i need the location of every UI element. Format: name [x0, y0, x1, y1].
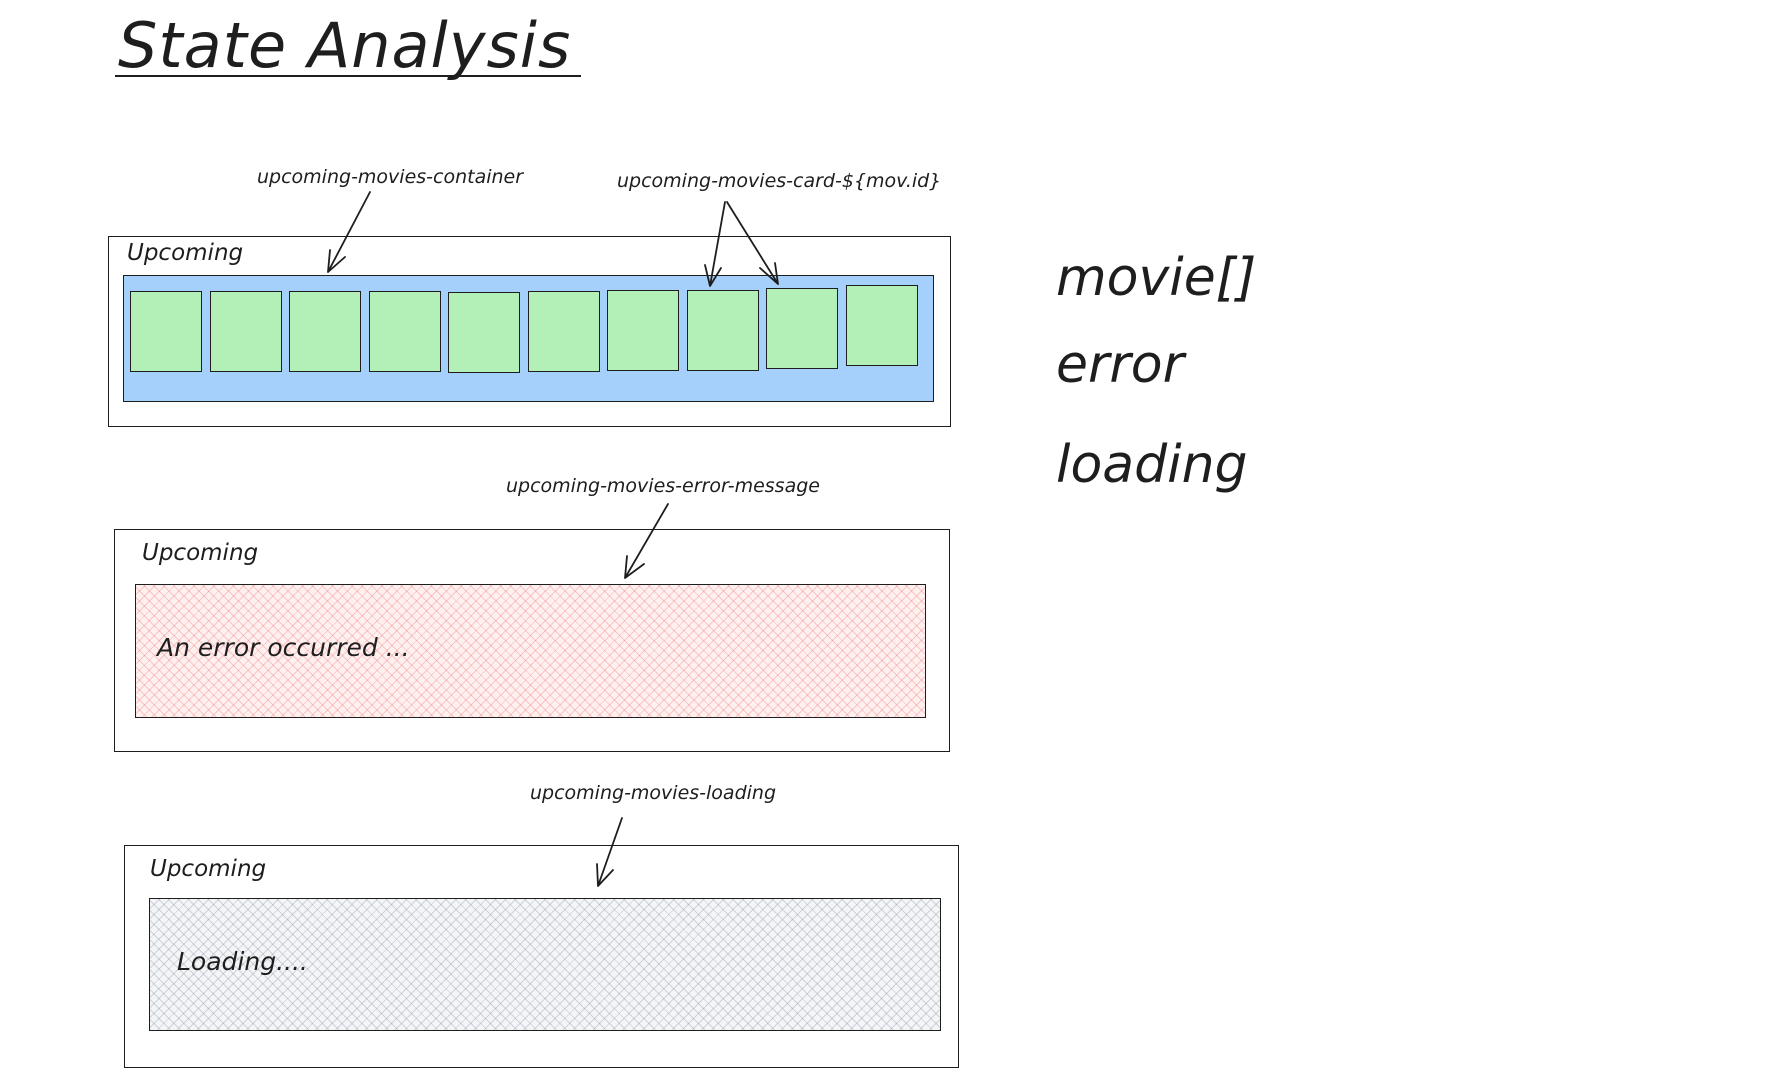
upcoming-label-error: Upcoming [142, 540, 259, 566]
upcoming-movies-card [448, 292, 520, 373]
state-var-movies: movie[] [1056, 248, 1257, 308]
annotation-card: upcoming-movies-card-${mov.id} [617, 170, 942, 192]
upcoming-movies-card [686, 290, 759, 371]
arrow-error [624, 503, 669, 579]
upcoming-movies-card [845, 285, 918, 366]
upcoming-label-populated: Upcoming [127, 240, 244, 266]
page-title: State Analysis [118, 9, 572, 82]
upcoming-movies-card [766, 288, 838, 369]
upcoming-movies-error-message: An error occurred ... [135, 584, 926, 718]
upcoming-movies-card [607, 290, 679, 371]
upcoming-movies-container [123, 275, 934, 402]
annotation-container: upcoming-movies-container [257, 166, 524, 188]
upcoming-movies-card [368, 291, 441, 372]
annotation-error: upcoming-movies-error-message [506, 475, 820, 497]
upcoming-movies-card [527, 291, 600, 372]
upcoming-movies-card [130, 291, 202, 372]
loading-message-text: Loading.... [177, 947, 308, 976]
arrow-loading [596, 817, 623, 887]
upcoming-movies-card [209, 291, 282, 372]
error-message-text: An error occurred ... [157, 633, 410, 662]
arrow-card-2 [726, 201, 779, 285]
upcoming-movies-card [289, 291, 361, 372]
state-var-error: error [1056, 335, 1184, 395]
upcoming-movies-loading: Loading.... [149, 898, 941, 1031]
annotation-loading: upcoming-movies-loading [530, 782, 777, 804]
arrow-card-1 [704, 201, 726, 287]
upcoming-label-loading: Upcoming [150, 856, 267, 882]
state-var-loading: loading [1056, 435, 1248, 495]
arrow-container [327, 191, 371, 273]
title-underline [115, 75, 581, 77]
